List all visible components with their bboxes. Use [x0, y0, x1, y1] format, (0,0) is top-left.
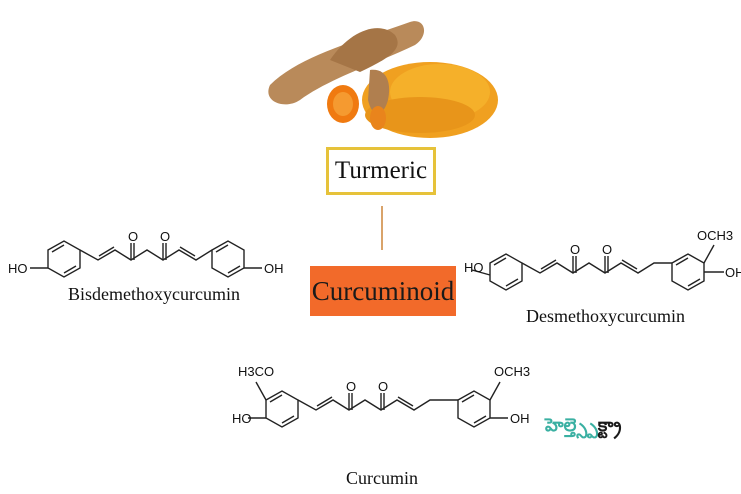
brand-logo: హెల్త్స్పెక్ట్రా: [545, 415, 621, 440]
cur-carbonyl-2: O: [378, 379, 389, 394]
cur-carbonyl-1: O: [346, 379, 357, 394]
connector-line: [381, 206, 383, 250]
cur-chain: [297, 399, 458, 411]
turmeric-box: Turmeric: [326, 147, 436, 195]
cur-methoxy-right: OCH3: [494, 364, 531, 379]
brand-part1: హెల్త్: [545, 415, 598, 436]
cur-name: Curcumin: [346, 468, 418, 488]
bdmc-ho-label: HO: [8, 261, 28, 276]
dmc-name: Desmethoxycurcumin: [526, 306, 685, 326]
dmc-ho-label: HO: [464, 260, 484, 275]
dmc-right-ring: [671, 253, 705, 291]
dmc-chain: [521, 262, 672, 274]
bdmc-chain: [79, 249, 213, 261]
dmc-left-ring: [489, 253, 523, 291]
dmc-oh-label: OH: [725, 265, 741, 280]
turmeric-label: Turmeric: [334, 157, 428, 184]
curcuminoid-box: Curcuminoid: [310, 266, 456, 316]
bdmc-left-ring: [47, 240, 81, 278]
curcuminoid-label: Curcuminoid: [311, 275, 455, 306]
dmc-carbonyl-1: O: [570, 242, 581, 257]
bdmc-oh-label: OH: [264, 261, 284, 276]
bdmc-carbonyl-1: O: [128, 229, 139, 244]
brand-part2: స్పెక్ట్రా: [597, 415, 622, 436]
bdmc-right-ring: [211, 240, 245, 278]
cur-methoxy-left: H3CO: [238, 364, 275, 379]
cur-oh-label: OH: [510, 411, 530, 426]
dmc-methoxy-label: OCH3: [697, 228, 734, 243]
cur-ho-label: HO: [232, 411, 252, 426]
cur-left-ring: [265, 390, 299, 428]
bdmc-name: Bisdemethoxycurcumin: [68, 284, 240, 304]
bdmc-carbonyl-2: O: [160, 229, 171, 244]
cur-right-ring: [457, 390, 491, 428]
dmc-carbonyl-2: O: [602, 242, 613, 257]
